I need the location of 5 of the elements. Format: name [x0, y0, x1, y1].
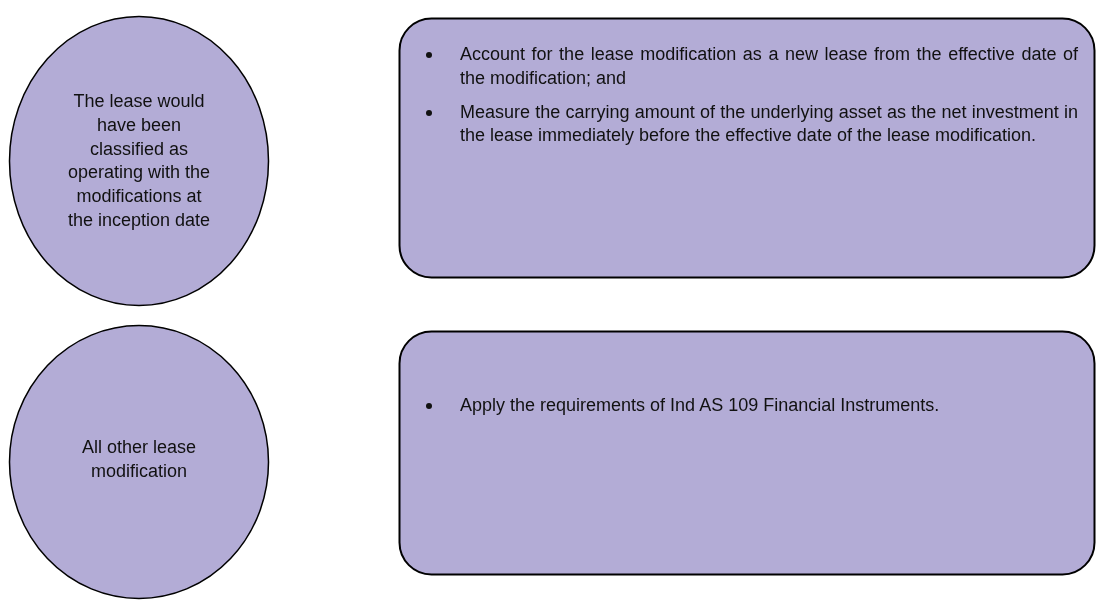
bullet-text: Account for the lease modification as a new lease from the effective date of the modification; and — [460, 43, 1078, 90]
bullet-text: Measure the carrying amount of the underlying asset as the net investment in the lease immediately before the effective date of the lease modification. — [460, 100, 1078, 148]
ellipse-text: The lease would have been classified as operating with the modifications at the inception date — [66, 90, 212, 232]
ellipse-text: All other lease modification — [80, 436, 198, 483]
bullet-text: Apply the requirements of Ind AS 109 Financial Instruments. — [460, 394, 941, 417]
